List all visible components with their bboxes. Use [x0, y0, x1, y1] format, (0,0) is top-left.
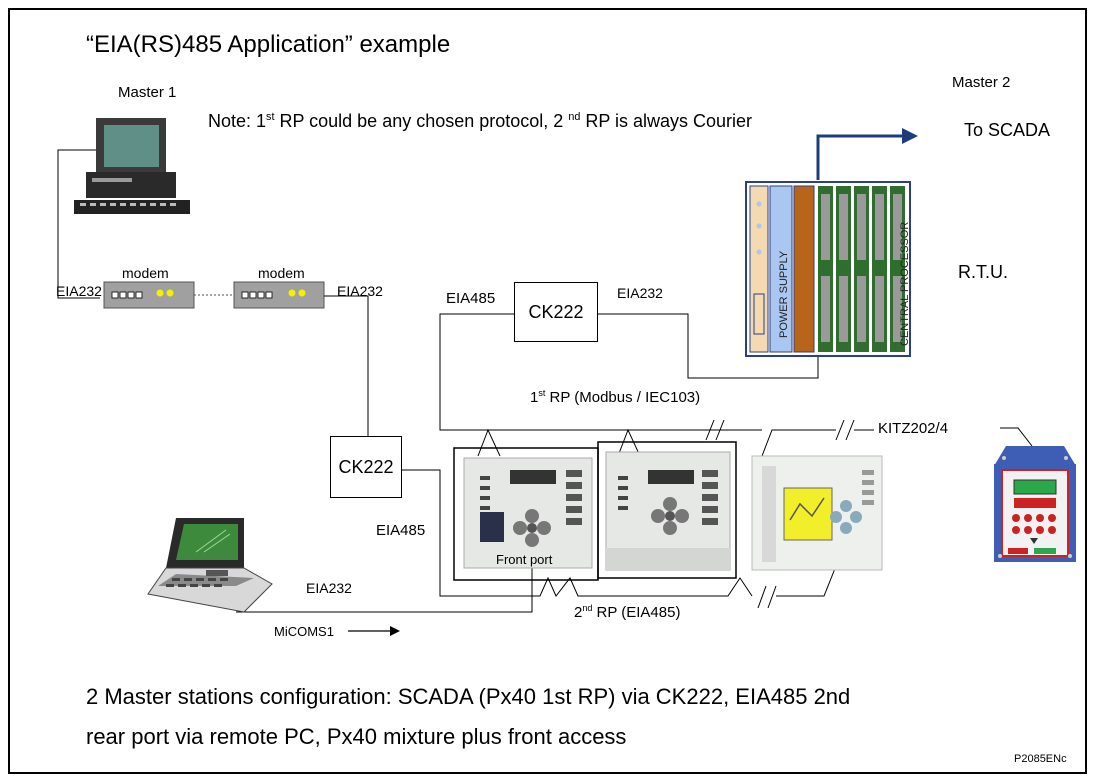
rtu-label: R.T.U. — [958, 262, 1009, 282]
kitz-icon — [994, 446, 1076, 562]
eia232-laptop-label: EIA232 — [306, 580, 352, 596]
modem2-icon — [233, 281, 325, 309]
ck222-top-box: CK222 — [514, 282, 598, 342]
modem1-icon — [103, 281, 195, 309]
laptop-icon — [147, 518, 273, 613]
kitz-label: KITZ202/4 — [878, 420, 949, 437]
figure-id: P2085ENc — [1014, 753, 1067, 765]
to-scada-label: To SCADA — [964, 120, 1051, 140]
rp1-label: 1st RP (Modbus / IEC103) — [530, 388, 701, 407]
caption-line-2: rear port via remote PC, Px40 mixture pl… — [86, 724, 627, 749]
modem1-label: modem — [122, 265, 169, 281]
relay3-icon — [751, 455, 883, 571]
protocol-note: Note: 1st RP could be any chosen protoco… — [208, 111, 753, 131]
front-port-label: Front port — [496, 552, 553, 567]
eia485-top-label: EIA485 — [446, 290, 496, 307]
micoms1-label: MiCOMS1 — [274, 624, 334, 639]
diagram-title: “EIA(RS)485 Application” example — [86, 31, 451, 58]
eia232-mid-label: EIA232 — [617, 285, 663, 301]
master1-label: Master 1 — [118, 84, 177, 101]
rp2-label: 2nd RP (EIA485) — [574, 603, 681, 622]
eia232-right-label: EIA232 — [337, 283, 383, 299]
rtu-rack-icon: POWER SUPPLY CENTRAL PROCESSOR — [745, 181, 911, 357]
master2-label: Master 2 — [952, 74, 1011, 91]
ck222-left-box: CK222 — [330, 436, 402, 498]
master1-computer-icon — [74, 118, 190, 214]
caption-line-1: 2 Master stations configuration: SCADA (… — [86, 684, 851, 709]
rtu-power-supply-label: POWER SUPPLY — [778, 250, 790, 338]
eia232-left-label: EIA232 — [56, 283, 102, 299]
modem2-label: modem — [258, 265, 305, 281]
rtu-central-processor-label: CENTRAL PROCESSOR — [899, 222, 911, 346]
relay2-icon — [605, 451, 731, 571]
diagram-frame — [8, 8, 1087, 774]
eia485-left-label: EIA485 — [376, 522, 426, 539]
relay1-icon — [463, 457, 593, 569]
